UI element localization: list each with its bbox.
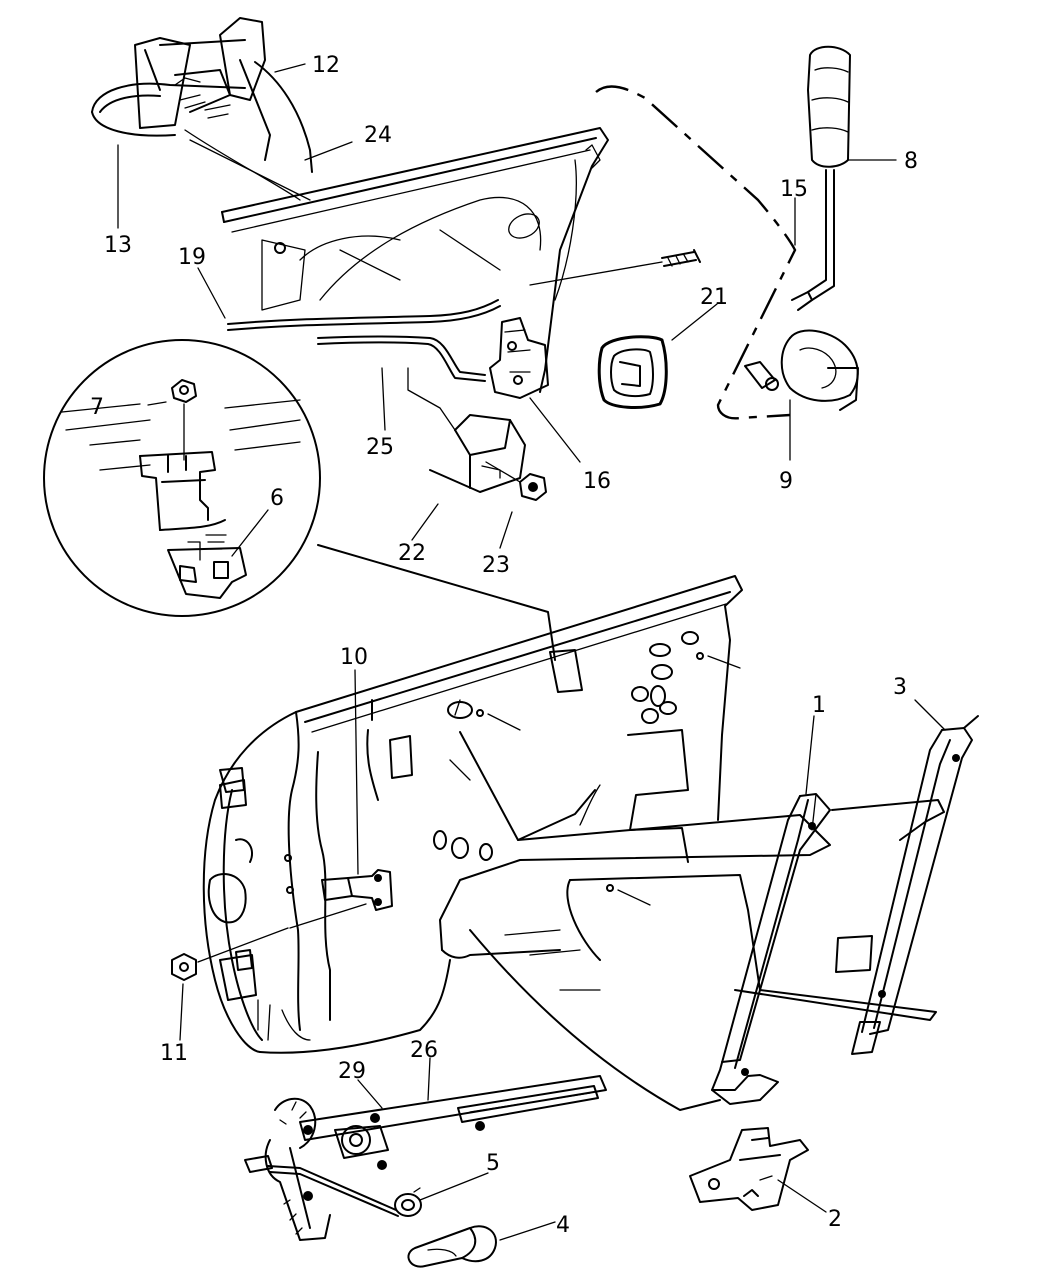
callout-19: 19 [178, 245, 206, 270]
callout-8: 8 [904, 149, 918, 174]
callout-10: 10 [340, 645, 368, 670]
window-crank-handle [407, 1225, 497, 1268]
door-access-holes [433, 631, 741, 906]
inside-handle-bezel [597, 335, 668, 409]
callout-labels: 1 2 3 4 5 6 7 8 9 10 11 12 13 15 16 19 2… [90, 53, 918, 1238]
callout-2: 2 [828, 1207, 842, 1232]
callout-3: 3 [893, 675, 907, 700]
callout-7: 7 [90, 395, 104, 420]
callout-9: 9 [779, 469, 793, 494]
callout-22: 22 [398, 541, 426, 566]
callout-11: 11 [160, 1041, 188, 1066]
upper-door-panel [221, 127, 609, 393]
door-inner-panel [202, 575, 743, 1054]
regulator-nut [171, 927, 289, 981]
latch-nut [485, 461, 547, 501]
callout-5: 5 [486, 1151, 500, 1176]
inside-handle-mechanism [744, 291, 859, 411]
crank-washer [394, 1187, 422, 1217]
callout-1: 1 [812, 693, 826, 718]
inside-handle-rod [807, 45, 851, 301]
latch-screw [529, 249, 701, 286]
callout-24: 24 [364, 123, 392, 148]
window-regulator [244, 1075, 607, 1241]
latch-bracket [407, 367, 526, 493]
lower-bracket [689, 1127, 809, 1211]
callout-21: 21 [700, 285, 728, 310]
detail-boundary-upper-right [595, 85, 797, 420]
callout-15: 15 [780, 177, 808, 202]
latch-rods [227, 299, 501, 382]
regulator-bracket [289, 869, 393, 929]
rear-glass-run-channel [835, 715, 979, 1055]
callout-16: 16 [583, 469, 611, 494]
callout-29: 29 [338, 1059, 366, 1084]
callout-6: 6 [270, 486, 284, 511]
callout-13: 13 [104, 233, 132, 258]
outside-door-handle-assembly [91, 17, 313, 201]
front-glass-run-channel [711, 793, 831, 1105]
callout-12: 12 [312, 53, 340, 78]
door-latch [489, 317, 549, 399]
callout-23: 23 [482, 553, 510, 578]
detail-leader [317, 544, 556, 661]
callout-leaders [117, 63, 946, 1241]
detail-circle [43, 339, 321, 617]
callout-4: 4 [556, 1213, 570, 1238]
callout-25: 25 [366, 435, 394, 460]
callout-26: 26 [410, 1038, 438, 1063]
